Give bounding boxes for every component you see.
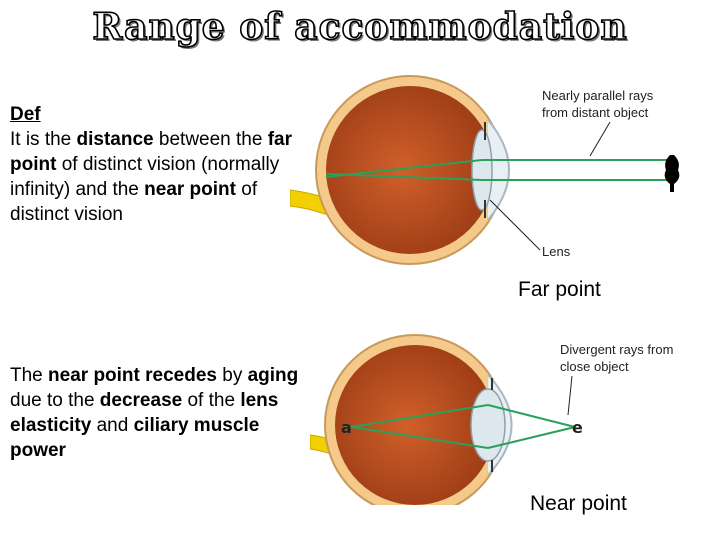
- near-bold-ciliary: ciliary muscle power: [10, 415, 260, 461]
- near-rays-label-2: close object: [560, 359, 629, 374]
- far-rays-label-2: from distant object: [542, 105, 649, 120]
- near-text-3: due to the: [10, 390, 100, 411]
- definition-text: Def It is the distance between the far p…: [10, 102, 295, 227]
- near-bold-lens-elasticity: lens elasticity: [10, 390, 279, 436]
- def-bold-near-point: near point: [144, 179, 236, 200]
- def-text-3: of distinct vision (normally infinity) a…: [10, 154, 280, 200]
- def-bold-far-point: far point: [10, 129, 293, 175]
- lens: [471, 129, 493, 211]
- near-bold-decrease: decrease: [99, 390, 183, 411]
- definition-heading: Def: [10, 104, 41, 125]
- near-text-5: and: [91, 415, 134, 436]
- divergent-rays: [344, 404, 576, 449]
- lens-pointer: [489, 199, 541, 251]
- near-rays-pointer: [567, 375, 573, 416]
- far-rays-label-1: Nearly parallel rays: [542, 88, 654, 103]
- near-text-4: of the: [182, 390, 241, 411]
- def-text-4: of distinct vision: [10, 179, 258, 225]
- near-point-eye-diagram: e a Divergent rays from close object: [310, 334, 673, 505]
- object-label-e: e: [572, 418, 583, 437]
- page-title: Range of accommodation: [92, 5, 628, 49]
- near-bold-aging: aging: [247, 365, 299, 386]
- near-text-2: by: [216, 365, 248, 386]
- near-rays-label-1: Divergent rays from: [560, 342, 673, 357]
- parallel-rays: [325, 159, 675, 181]
- def-text-2: between the: [153, 129, 268, 150]
- eye-interior: [326, 86, 494, 254]
- cornea: [487, 119, 510, 221]
- near-point-caption: Near point: [530, 492, 627, 515]
- lens: [470, 388, 506, 462]
- def-bold-distance: distance: [76, 129, 154, 150]
- def-text-1: It is the: [10, 129, 77, 150]
- image-label-a: a: [341, 418, 352, 437]
- eye-interior: [335, 345, 495, 505]
- lens-label: Lens: [542, 244, 571, 259]
- far-point-eye-diagram: Nearly parallel rays from distant object…: [290, 75, 680, 265]
- near-bold-recedes: near point recedes: [48, 365, 217, 386]
- far-point-caption: Far point: [518, 278, 601, 301]
- near-point-text: The near point recedes by aging due to t…: [10, 363, 310, 463]
- near-text-1: The: [10, 365, 49, 386]
- distant-object-icon: [664, 155, 680, 192]
- far-rays-pointer: [589, 121, 611, 157]
